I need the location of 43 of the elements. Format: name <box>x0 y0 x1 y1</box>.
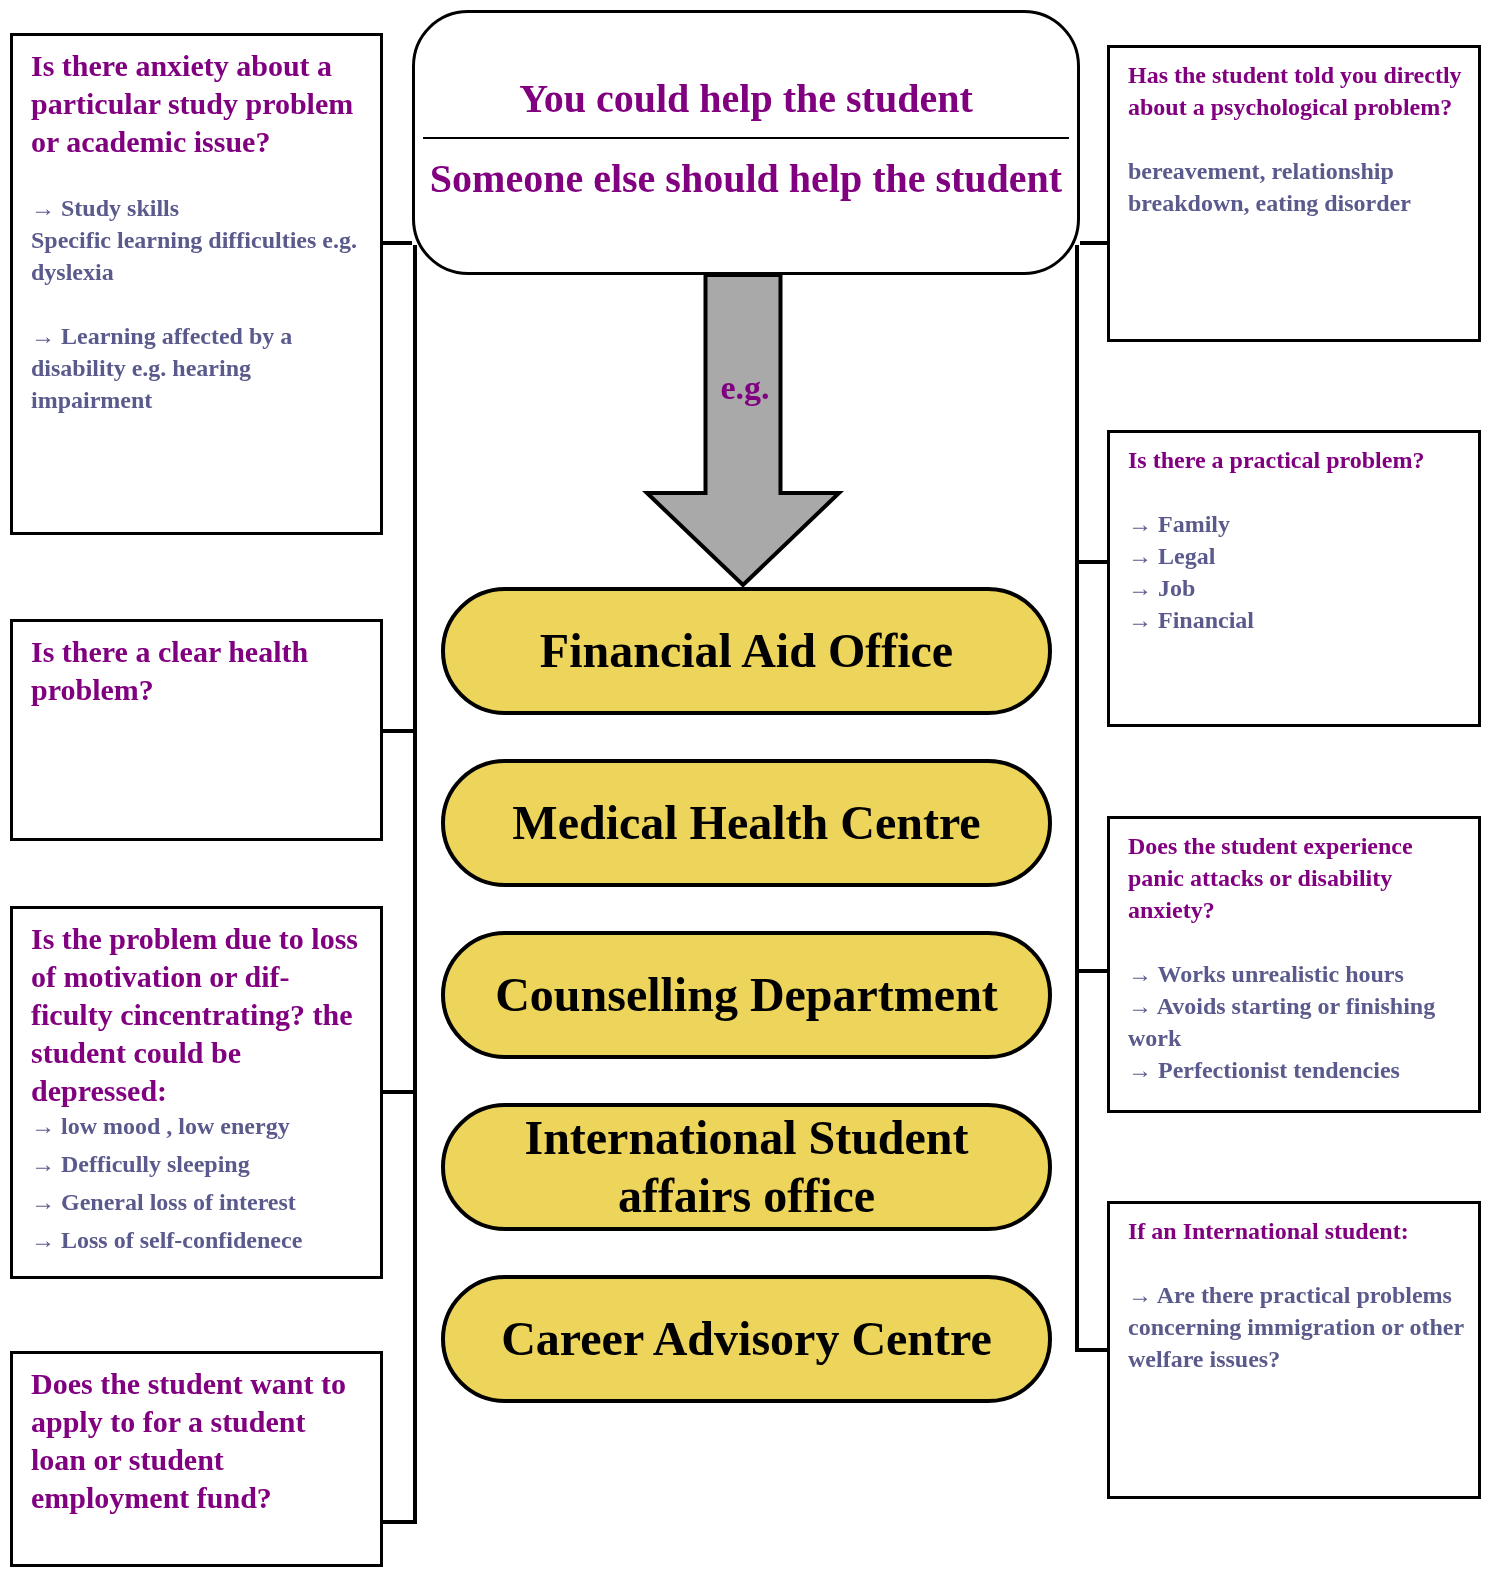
detail-text: → Defficully sleeping <box>31 1150 251 1179</box>
box-heading: Someone else should help the student <box>429 155 1063 203</box>
service-name: Career Advisory Centre <box>500 1311 993 1367</box>
connector-line <box>1080 241 1107 245</box>
question-box <box>1107 1201 1481 1499</box>
detail-text: → Study skills <box>31 194 181 223</box>
service-name: International Student affairs office <box>523 1110 970 1224</box>
service-name: Medical Health Centre <box>511 795 982 851</box>
question-text: Is the problem due to loss of motivation or dif-ficulty cincentrating? the student could be depressed: <box>31 921 359 1109</box>
detail-text: → Job <box>1128 574 1197 603</box>
question-box <box>10 33 383 535</box>
question-text: Is there anxiety about a particular study problem or academic issue? <box>31 48 355 160</box>
connector-line <box>383 241 412 245</box>
service-name: Financial Aid Office <box>538 623 955 679</box>
detail-text: → low mood , low energy <box>31 1112 291 1141</box>
detail-text: → Perfectionist tendencies <box>1128 1056 1401 1085</box>
question-text: Is there a clear health problem? <box>31 634 310 708</box>
question-text: Has the student told you directly about a psychological problem? <box>1128 61 1463 122</box>
rounded-box <box>412 10 1080 275</box>
question-box <box>10 906 383 1279</box>
detail-text: bereavement, relationship breakdown, eating disorder <box>1128 157 1412 218</box>
detail-text: → Legal <box>1128 542 1217 571</box>
question-text: Is there a practical problem? <box>1128 446 1426 475</box>
question-box <box>10 619 383 841</box>
detail-text: → Works unrealistic hours <box>1128 960 1405 989</box>
question-box <box>1107 45 1481 342</box>
question-text: If an International student: <box>1128 1217 1410 1246</box>
service-name: Counselling Department <box>494 967 999 1023</box>
detail-text: → Financial <box>1128 606 1255 635</box>
detail-text: → General loss of interest <box>31 1188 297 1217</box>
question-box <box>10 1351 383 1567</box>
question-text: Does the student experience panic attacks or disability anxiety? <box>1128 832 1414 925</box>
question-text: Does the student want to apply to for a student loan or student employment fund? <box>31 1366 347 1516</box>
detail-text: → Loss of self-confidenece <box>31 1226 304 1255</box>
question-box <box>1107 816 1481 1113</box>
detail-text: → Family <box>1128 510 1231 539</box>
detail-text: → Are there practical problems concerning immigration or other welfare issues? <box>1128 1281 1464 1374</box>
detail-text: → Avoids starting or finishing work <box>1128 992 1437 1053</box>
block-arrow <box>642 273 844 588</box>
detail-text: Specific learning difficulties e.g. dyslexia <box>31 226 358 287</box>
question-box <box>1107 430 1481 727</box>
detail-text: → Learning affected by a disability e.g. hearing impairment <box>31 322 294 415</box>
box-heading: You could help the student <box>519 75 973 123</box>
